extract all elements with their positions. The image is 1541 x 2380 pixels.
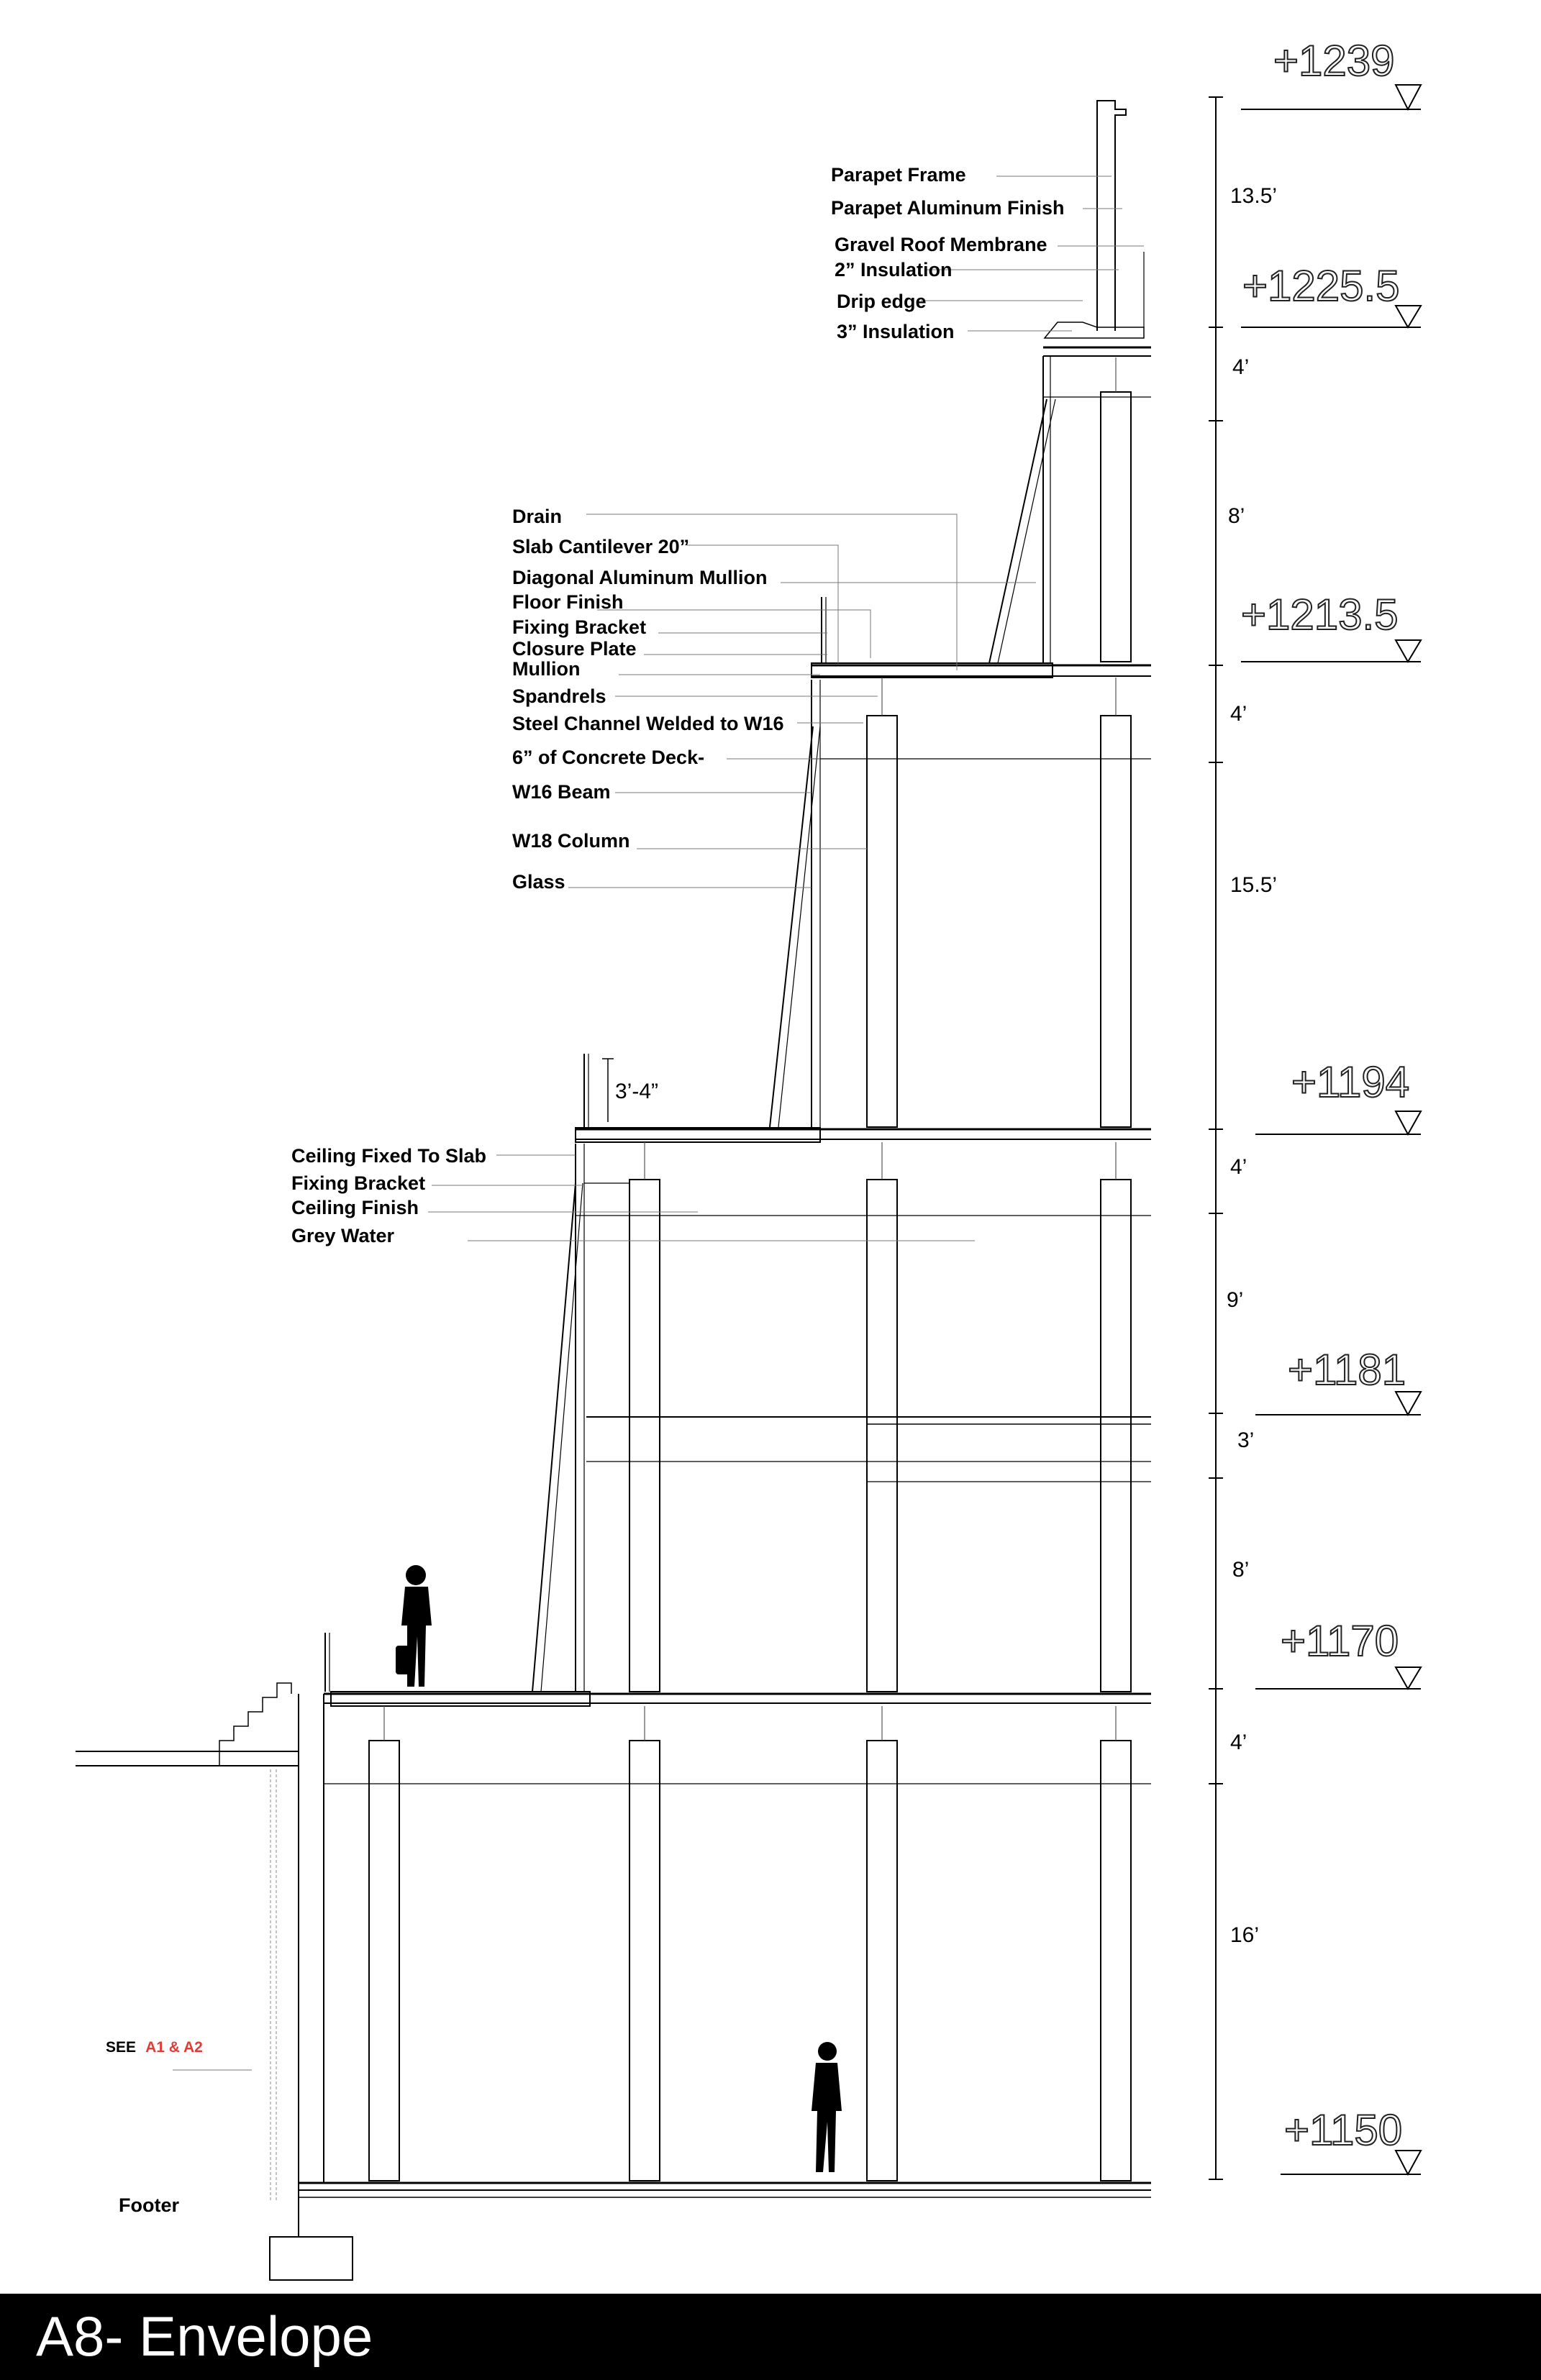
dimension-9: 9’ <box>1227 1288 1243 1312</box>
cantilever-slab-3 <box>811 662 1053 678</box>
label-3in-insulation: 3” Insulation <box>837 321 955 342</box>
label-diagonal-aluminum-mullion: Diagonal Aluminum Mullion <box>512 567 767 588</box>
label-spandrels: Spandrels <box>512 685 606 707</box>
dimension-4-b: 4’ <box>1230 702 1247 726</box>
parapet <box>1043 100 1145 339</box>
sheet-title: A8- Envelope <box>36 2304 373 2368</box>
cantilever-slab-2 <box>575 1127 821 1143</box>
label-fixing-bracket-lower: Fixing Bracket <box>291 1172 425 1194</box>
elevation-1225: +1225.5 <box>1242 262 1400 310</box>
label-drip-edge: Drip edge <box>837 291 927 312</box>
label-parapet-frame: Parapet Frame <box>831 164 966 186</box>
see-note: SEE A1 & A2 <box>106 2039 203 2056</box>
dimension-4-d: 4’ <box>1230 1731 1247 1754</box>
label-footer: Footer <box>119 2194 179 2216</box>
label-closure-plate: Closure Plate <box>512 638 637 660</box>
label-drain: Drain <box>512 506 562 527</box>
exterior-stair <box>219 1682 292 1751</box>
elevation-1181: +1181 <box>1288 1346 1406 1394</box>
dimension-string <box>602 96 1223 2180</box>
w18-columns <box>368 391 1132 2181</box>
label-w18-column: W18 Column <box>512 830 630 852</box>
dimension-3: 3’ <box>1237 1428 1254 1452</box>
see-refs: A1 & A2 <box>145 2039 203 2056</box>
label-steel-channel: Steel Channel Welded to W16 <box>512 713 784 734</box>
person-figure-upper <box>396 1565 432 1687</box>
label-floor-finish: Floor Finish <box>512 591 624 613</box>
dimension-16: 16’ <box>1230 1923 1259 1947</box>
w16-beams <box>383 357 1117 1741</box>
label-ceiling-fixed-to-slab: Ceiling Fixed To Slab <box>291 1145 486 1167</box>
foundation <box>76 1682 1151 2281</box>
curtain-wall <box>324 356 1056 1692</box>
label-glass: Glass <box>512 871 565 893</box>
dimension-8-b: 8’ <box>1232 1558 1249 1582</box>
elevation-1170: +1170 <box>1281 1617 1399 1665</box>
dimension-13-5: 13.5’ <box>1230 184 1277 208</box>
dimension-4-a: 4’ <box>1232 355 1249 379</box>
label-concrete-deck: 6” of Concrete Deck- <box>512 747 704 768</box>
title-bar: A8- Envelope <box>0 2294 1541 2380</box>
label-mullion: Mullion <box>512 658 580 680</box>
notes: SEE A1 & A2 Footer 3’-4” <box>106 1080 658 2216</box>
dimension-15-5: 15.5’ <box>1230 873 1277 897</box>
label-gravel-roof-membrane: Gravel Roof Membrane <box>835 234 1047 255</box>
label-parapet-aluminum-finish: Parapet Aluminum Finish <box>831 197 1065 219</box>
elevation-1194: +1194 <box>1291 1058 1409 1106</box>
elevation-markers <box>1241 84 1422 2176</box>
label-slab-cantilever: Slab Cantilever 20” <box>512 536 689 557</box>
floor-slabs <box>324 346 1151 1784</box>
label-ceiling-finish: Ceiling Finish <box>291 1197 419 1218</box>
elevation-1150: +1150 <box>1284 2106 1402 2154</box>
label-grey-water: Grey Water <box>291 1225 395 1246</box>
person-figure-lower <box>812 2042 842 2172</box>
elevation-1213: +1213.5 <box>1241 591 1399 639</box>
label-w16-beam: W16 Beam <box>512 781 611 803</box>
footer-footing <box>269 2197 353 2281</box>
label-railing-height: 3’-4” <box>615 1080 658 1103</box>
cantilever-slab-1 <box>330 1691 591 1707</box>
dimension-labels: 13.5’ 4’ 8’ 4’ 15.5’ 4’ 9’ 3’ 8’ 4’ 16’ <box>1227 184 1277 1947</box>
label-2in-insulation: 2” Insulation <box>835 259 953 281</box>
elevation-1239: +1239 <box>1273 37 1395 85</box>
label-fixing-bracket-upper: Fixing Bracket <box>512 616 646 638</box>
dimension-4-c: 4’ <box>1230 1155 1247 1179</box>
dimension-8-a: 8’ <box>1228 504 1245 528</box>
leader-labels: Parapet Frame Parapet Aluminum Finish Gr… <box>291 164 1065 1246</box>
leader-lines <box>173 175 1144 2071</box>
see-text: SEE <box>106 2039 136 2056</box>
elevation-labels: +1239 +1225.5 +1213.5 +1194 +1181 +1170 … <box>1240 36 1410 2155</box>
